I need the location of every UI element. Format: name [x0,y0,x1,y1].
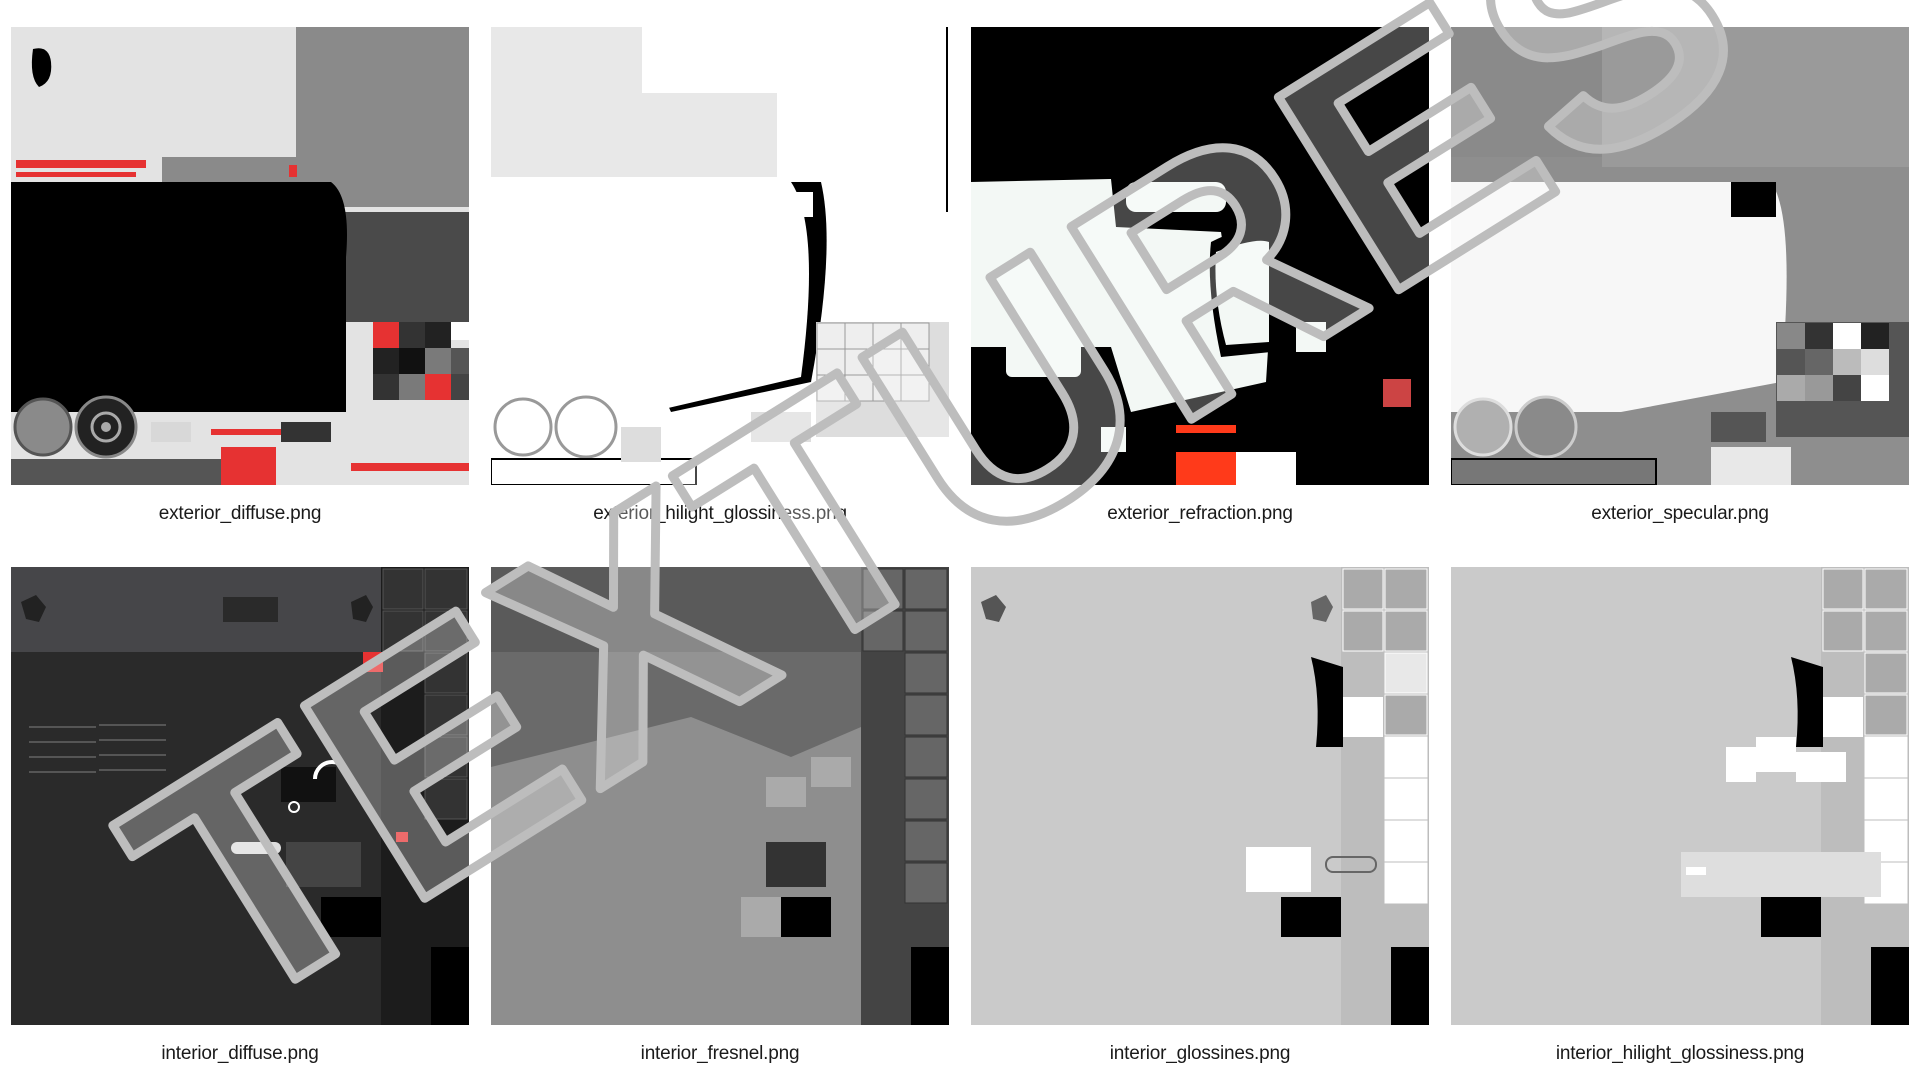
interior-hilight-glossiness-image [1451,567,1909,1025]
caption-interior-glossines: interior_glossines.png [1109,1043,1291,1064]
interior-fresnel-image [491,567,949,1025]
texture-exterior-refraction [971,27,1429,485]
texture-interior-hilight-glossiness [1451,567,1909,1025]
texture-interior-fresnel [491,567,949,1025]
exterior-specular-image [1451,27,1909,485]
caption-exterior-diffuse: exterior_diffuse.png [158,503,322,524]
exterior-refraction-image [971,27,1429,485]
interior-glossines-image [971,567,1429,1025]
caption-exterior-refraction: exterior_refraction.png [1107,503,1293,524]
caption-interior-hilight-glossiness: interior_hilight_glossiness.png [1555,1043,1805,1064]
texture-exterior-specular [1451,27,1909,485]
texture-interior-diffuse [11,567,469,1025]
interior-diffuse-image [11,567,469,1025]
texture-exterior-hilight-glossiness [491,27,949,485]
caption-interior-diffuse: interior_diffuse.png [161,1043,319,1064]
caption-exterior-hilight-glossiness: exterior_hilight_glossiness.png [593,503,847,524]
exterior-diffuse-image [11,27,469,485]
exterior-hilight-glossiness-image [491,27,949,485]
texture-interior-glossines [971,567,1429,1025]
texture-exterior-diffuse [11,27,469,485]
caption-exterior-specular: exterior_specular.png [1591,503,1769,524]
caption-interior-fresnel: interior_fresnel.png [640,1043,800,1064]
